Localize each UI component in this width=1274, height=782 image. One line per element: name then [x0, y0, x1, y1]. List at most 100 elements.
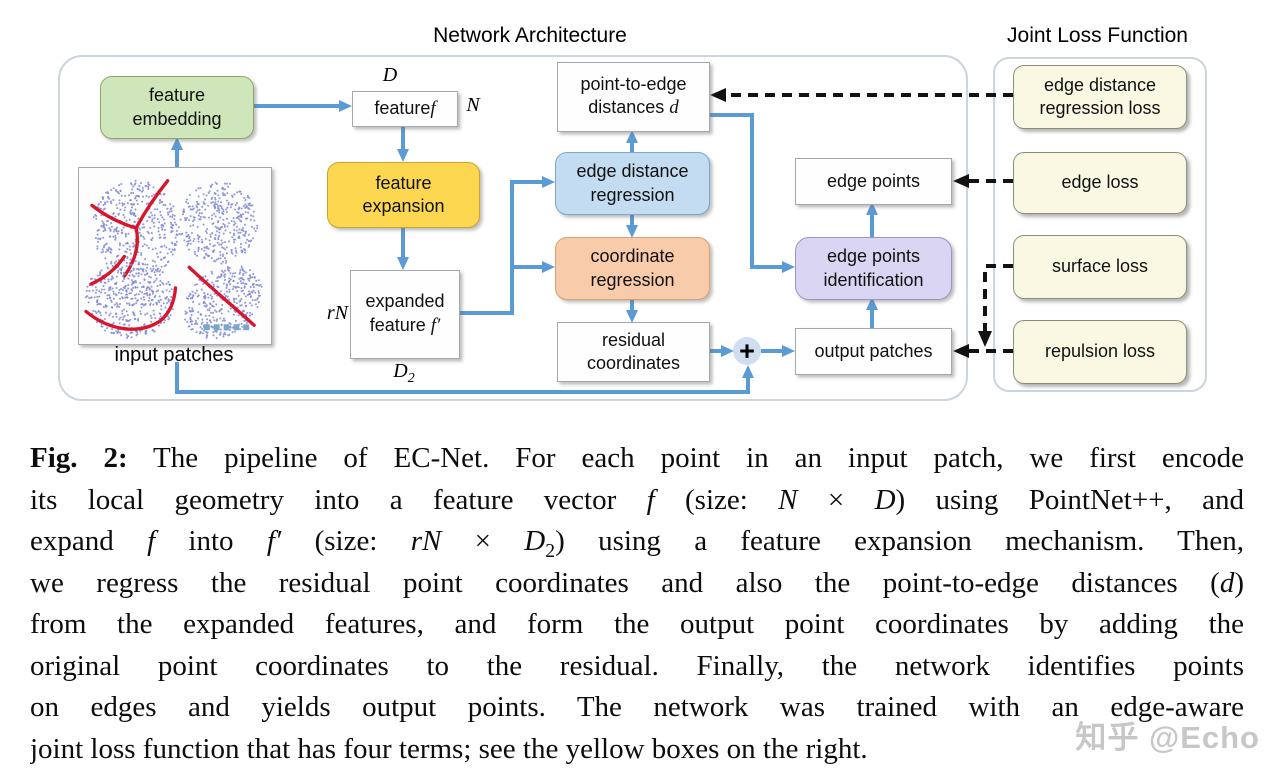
point-cloud-dot [258, 294, 261, 297]
point-cloud-dot [229, 326, 232, 329]
point-cloud-dot [254, 299, 257, 302]
point-cloud-dot [229, 272, 232, 275]
point-cloud-dot [127, 287, 130, 290]
point-cloud-dot [159, 284, 162, 287]
point-cloud-dot [121, 231, 124, 234]
point-cloud-dot [197, 214, 200, 217]
point-cloud-dot [117, 213, 120, 216]
point-cloud-dot [146, 286, 149, 289]
point-cloud-dot [159, 251, 162, 254]
point-cloud-dot [210, 311, 213, 314]
point-cloud-dot [116, 207, 119, 210]
point-cloud-dot [170, 225, 173, 229]
point-cloud-dot [215, 337, 218, 340]
point-cloud-dot [168, 290, 171, 293]
point-cloud-dot [143, 278, 146, 281]
point-cloud-dot [109, 200, 113, 203]
point-cloud-dot [152, 309, 155, 312]
point-cloud-dot [102, 203, 105, 206]
point-cloud-dot [134, 279, 137, 282]
point-cloud-dot [114, 215, 117, 218]
point-cloud-dot [211, 272, 214, 275]
point-cloud-dot [96, 301, 99, 304]
point-cloud-dot [188, 193, 191, 196]
caption-text: ) using a feature expansion mechanism. T… [555, 525, 1244, 557]
point-cloud-dot [145, 194, 148, 197]
point-cloud-dot [234, 320, 237, 323]
caption-text: original point coordinates to the residu… [30, 649, 1244, 682]
point-cloud-dot [238, 228, 241, 231]
point-cloud-dot [139, 182, 142, 185]
point-cloud-dot [196, 209, 199, 212]
point-cloud-dot [214, 201, 217, 204]
point-cloud-dot [156, 284, 159, 287]
point-cloud-dot [239, 246, 242, 249]
point-cloud-dot [219, 216, 222, 219]
point-cloud-dot [198, 332, 201, 335]
point-cloud-dot [115, 226, 118, 229]
point-cloud-dot [205, 194, 208, 197]
point-cloud-dot [171, 213, 174, 216]
point-cloud-dot [218, 234, 221, 237]
point-cloud-dot [205, 253, 208, 256]
point-cloud-dot [202, 223, 205, 226]
point-cloud-dot [115, 203, 118, 206]
edge-distance-regression-box: edge distance regression [555, 152, 710, 215]
caption-text: (size: [281, 525, 411, 557]
point-cloud-dot [189, 239, 192, 242]
point-cloud-dot [196, 234, 199, 237]
point-cloud-dot [88, 296, 91, 299]
point-cloud-dot [239, 243, 243, 246]
point-cloud-dot [144, 302, 147, 305]
point-cloud-dot [119, 208, 122, 211]
point-cloud-dot [247, 277, 250, 280]
point-cloud-dot [141, 189, 144, 192]
point-cloud-dot [139, 267, 142, 270]
point-cloud-dot [147, 216, 150, 219]
point-cloud-dot [102, 236, 105, 239]
point-cloud-dot [207, 255, 210, 258]
point-cloud-dot [134, 208, 137, 211]
point-cloud-dot [192, 224, 195, 227]
point-cloud-dot [220, 312, 223, 315]
point-cloud-dot [201, 332, 204, 335]
point-cloud-dot [232, 217, 235, 220]
point-cloud-dot [233, 232, 236, 235]
point-cloud-dot [118, 318, 121, 321]
point-cloud-dot [151, 214, 154, 217]
point-cloud-dot [252, 215, 255, 218]
point-cloud-dot [100, 280, 103, 284]
point-cloud-dot [224, 241, 227, 244]
point-cloud-dot [219, 290, 222, 293]
point-cloud-dot [130, 279, 133, 282]
point-cloud-dot [184, 218, 188, 221]
point-cloud-dot [179, 218, 182, 221]
point-cloud-dot [205, 335, 208, 338]
point-cloud-dot [134, 297, 137, 300]
point-cloud-dot [193, 216, 196, 219]
point-cloud-dot [125, 261, 128, 264]
point-cloud-dot [211, 201, 214, 204]
point-cloud-dot [201, 241, 204, 244]
point-cloud-dot [157, 255, 160, 258]
point-cloud-dot [134, 179, 137, 182]
point-cloud-dot [125, 242, 128, 245]
point-cloud-dot [104, 329, 107, 332]
point-cloud-dot [133, 275, 136, 278]
point-cloud-dot [124, 235, 128, 238]
point-cloud-dot [224, 273, 227, 276]
point-cloud-dot [227, 310, 230, 313]
point-cloud-dot [129, 210, 132, 213]
point-cloud-dot [249, 286, 252, 289]
point-cloud-dot [221, 241, 224, 244]
point-cloud-dot [134, 196, 137, 200]
caption-text: we regress the residual point coordinate… [30, 566, 1220, 599]
point-cloud-dot [147, 232, 150, 235]
point-cloud-dot [199, 313, 202, 316]
point-cloud-dot [141, 226, 144, 229]
point-cloud-dot [110, 278, 113, 281]
point-cloud-dot [98, 295, 101, 298]
point-cloud-dot [204, 208, 207, 211]
point-cloud-dot [214, 237, 217, 240]
